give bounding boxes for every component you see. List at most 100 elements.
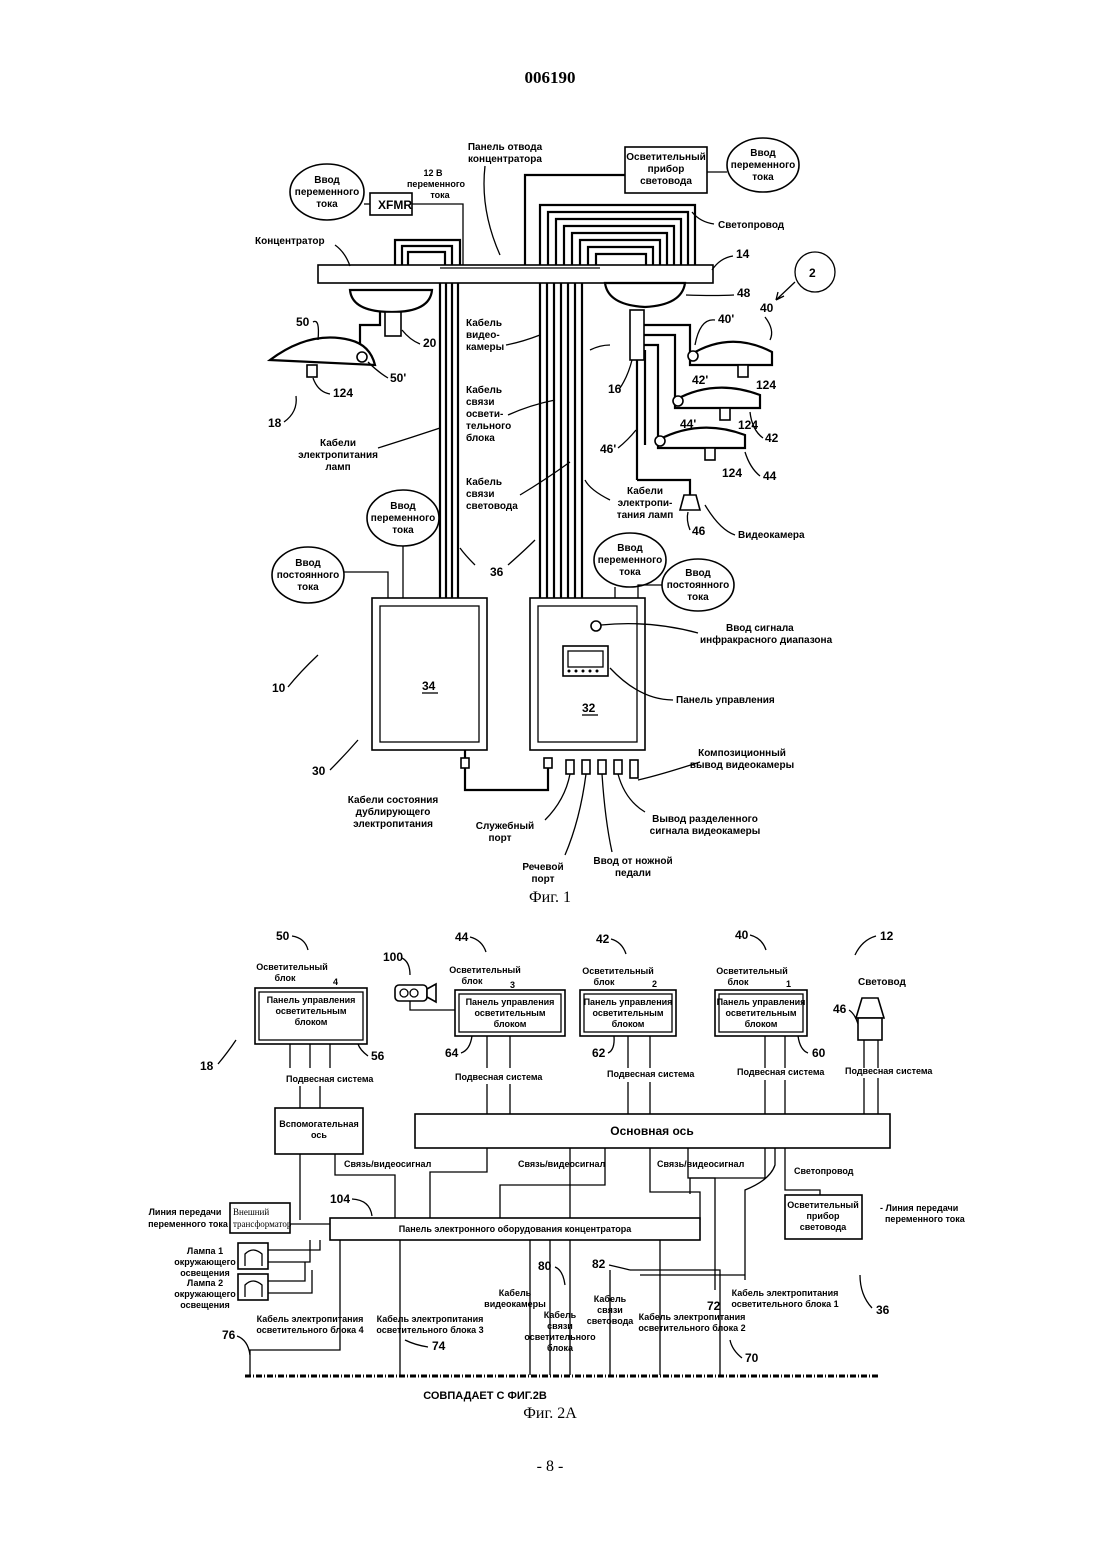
hub-panel-label: Панель отводаконцентратора <box>468 142 543 165</box>
svg-text:СОВПАДАЕТ С ФИГ.2В: СОВПАДАЕТ С ФИГ.2В <box>423 1390 547 1402</box>
composite-out-label: Композиционныйвывод видеокамеры <box>690 748 794 771</box>
svg-text:Лампа 2окружающегоосвещения: Лампа 2окружающегоосвещения <box>174 1278 236 1310</box>
lamp-power-cables-2-label: Кабелиэлектропи-тания ламп <box>617 485 674 521</box>
svg-text:40: 40 <box>760 301 774 315</box>
ac12-label: 12 Впеременноготока <box>407 168 465 200</box>
svg-text:Кабель электропитанияосветител: Кабель электропитанияосветительного блок… <box>731 1288 838 1309</box>
camera-cable-label: Кабельвидео-камеры <box>466 317 504 353</box>
svg-text:Подвесная система: Подвесная система <box>845 1066 933 1076</box>
fig2a: 50 44 42 40 12 100 Осветительныйблок 4 О… <box>148 928 966 1422</box>
lightguide-label-2a: Световод <box>858 977 907 988</box>
concentrator-label: Концентратор <box>255 236 325 247</box>
svg-text:Подвесная система: Подвесная система <box>737 1067 825 1077</box>
camera-label: Видеокамера <box>738 530 805 541</box>
svg-text:40: 40 <box>735 928 749 942</box>
lightguide-comm-cable-label: Кабельсвязисветовода <box>466 476 518 512</box>
svg-text:XFMR: XFMR <box>378 198 412 212</box>
svg-text:Кабель электропитанияосветител: Кабель электропитанияосветительного блок… <box>638 1312 745 1333</box>
svg-text:80: 80 <box>538 1259 552 1273</box>
svg-text:44: 44 <box>455 930 469 944</box>
svg-text:30: 30 <box>312 764 326 778</box>
svg-text:Панель электронного оборудован: Панель электронного оборудования концент… <box>399 1224 632 1234</box>
svg-text:50: 50 <box>276 929 290 943</box>
svg-text:- Линия передачипеременного то: - Линия передачипеременного тока <box>880 1203 966 1224</box>
svg-text:12: 12 <box>880 929 894 943</box>
svg-text:Подвесная система: Подвесная система <box>455 1072 543 1082</box>
ir-input-label: Ввод сигналаинфракрасного диапазона <box>700 623 833 646</box>
svg-text:Осветительныйблок: Осветительныйблок <box>582 966 654 987</box>
svg-text:Лампа 1окружающегоосвещения: Лампа 1окружающегоосвещения <box>174 1246 236 1278</box>
split-out-label: Вывод разделенногосигнала видеокамеры <box>650 814 761 837</box>
svg-text:18: 18 <box>268 416 282 430</box>
svg-text:Кабельсвязиосветительногоблока: Кабельсвязиосветительногоблока <box>524 1310 596 1353</box>
svg-text:16: 16 <box>608 382 622 396</box>
svg-text:56: 56 <box>371 1049 385 1063</box>
svg-text:76: 76 <box>222 1328 236 1342</box>
svg-text:Кабельвидеокамеры: Кабельвидеокамеры <box>484 1288 546 1309</box>
svg-text:14: 14 <box>736 247 750 261</box>
svg-text:20: 20 <box>423 336 437 350</box>
svg-text:2: 2 <box>809 266 816 280</box>
backup-cables-label: Кабели состояниядублирующегоэлектропитан… <box>348 794 439 830</box>
svg-text:44: 44 <box>763 469 777 483</box>
svg-text:36: 36 <box>876 1303 890 1317</box>
unit-34 <box>372 598 487 750</box>
unit-comm-cable-label: Кабельсвязиосвети-тельногоблока <box>466 384 511 444</box>
svg-text:50: 50 <box>296 315 310 329</box>
svg-text:32: 32 <box>582 701 596 715</box>
svg-text:Связь/видеосигнал: Связь/видеосигнал <box>518 1159 606 1169</box>
svg-text:34: 34 <box>422 679 436 693</box>
svg-text:62: 62 <box>592 1046 606 1060</box>
svg-text:64: 64 <box>445 1046 459 1060</box>
svg-text:60: 60 <box>812 1046 826 1060</box>
svg-text:46: 46 <box>692 524 706 538</box>
svg-text:42: 42 <box>765 431 779 445</box>
svg-text:124: 124 <box>333 386 353 400</box>
svg-text:46: 46 <box>833 1002 847 1016</box>
svg-text:72: 72 <box>707 1299 721 1313</box>
svg-text:Кабельсвязисветовода: Кабельсвязисветовода <box>587 1294 635 1326</box>
voice-port-label: Речевойпорт <box>522 862 563 885</box>
svg-text:4: 4 <box>333 977 338 987</box>
svg-text:70: 70 <box>745 1351 759 1365</box>
svg-text:Осветительныйблок: Осветительныйблок <box>716 966 788 987</box>
svg-text:Осветительныйблок: Осветительныйблок <box>256 962 328 983</box>
svg-text:Связь/видеосигнал: Связь/видеосигнал <box>344 1159 432 1169</box>
svg-text:Линия передачипеременного тока: Линия передачипеременного тока <box>148 1207 229 1229</box>
svg-text:36: 36 <box>490 565 504 579</box>
svg-text:10: 10 <box>272 681 286 695</box>
page-number: - 8 - <box>0 1458 1100 1476</box>
svg-text:100: 100 <box>383 950 403 964</box>
svg-text:124: 124 <box>722 466 742 480</box>
svg-text:Кабель электропитанияосветител: Кабель электропитанияосветительного блок… <box>376 1314 483 1335</box>
svg-text:2: 2 <box>652 979 657 989</box>
fig1-caption: Фиг. 1 <box>529 889 571 906</box>
svg-text:74: 74 <box>432 1339 446 1353</box>
fig2a-caption: Фиг. 2А <box>523 1405 577 1422</box>
svg-text:42: 42 <box>596 932 610 946</box>
svg-text:Светопровод: Светопровод <box>794 1166 854 1176</box>
svg-text:Подвесная система: Подвесная система <box>607 1069 695 1079</box>
foot-pedal-label: Ввод от ножнойпедали <box>593 856 672 879</box>
lightguide-icon <box>856 998 884 1018</box>
svg-text:104: 104 <box>330 1192 350 1206</box>
lamp-power-cables-label: Кабелиэлектропитанияламп <box>298 437 378 473</box>
lightguide-label: Светопровод <box>718 220 785 231</box>
svg-text:Подвесная система: Подвесная система <box>286 1074 374 1084</box>
svg-text:50': 50' <box>390 371 406 385</box>
service-port-label: Служебныйпорт <box>476 820 534 844</box>
svg-text:Связь/видеосигнал: Связь/видеосигнал <box>657 1159 745 1169</box>
svg-text:124: 124 <box>756 378 776 392</box>
svg-text:46': 46' <box>600 442 616 456</box>
svg-text:48: 48 <box>737 286 751 300</box>
svg-text:3: 3 <box>510 980 515 990</box>
control-panel-label: Панель управления <box>676 695 775 706</box>
svg-text:40': 40' <box>718 312 734 326</box>
svg-text:Основная ось: Основная ось <box>610 1124 693 1138</box>
svg-text:44': 44' <box>680 417 696 431</box>
svg-text:82: 82 <box>592 1257 606 1271</box>
fig1: Осветительныйприборсветовода Вводперемен… <box>255 138 835 906</box>
svg-text:18: 18 <box>200 1059 214 1073</box>
